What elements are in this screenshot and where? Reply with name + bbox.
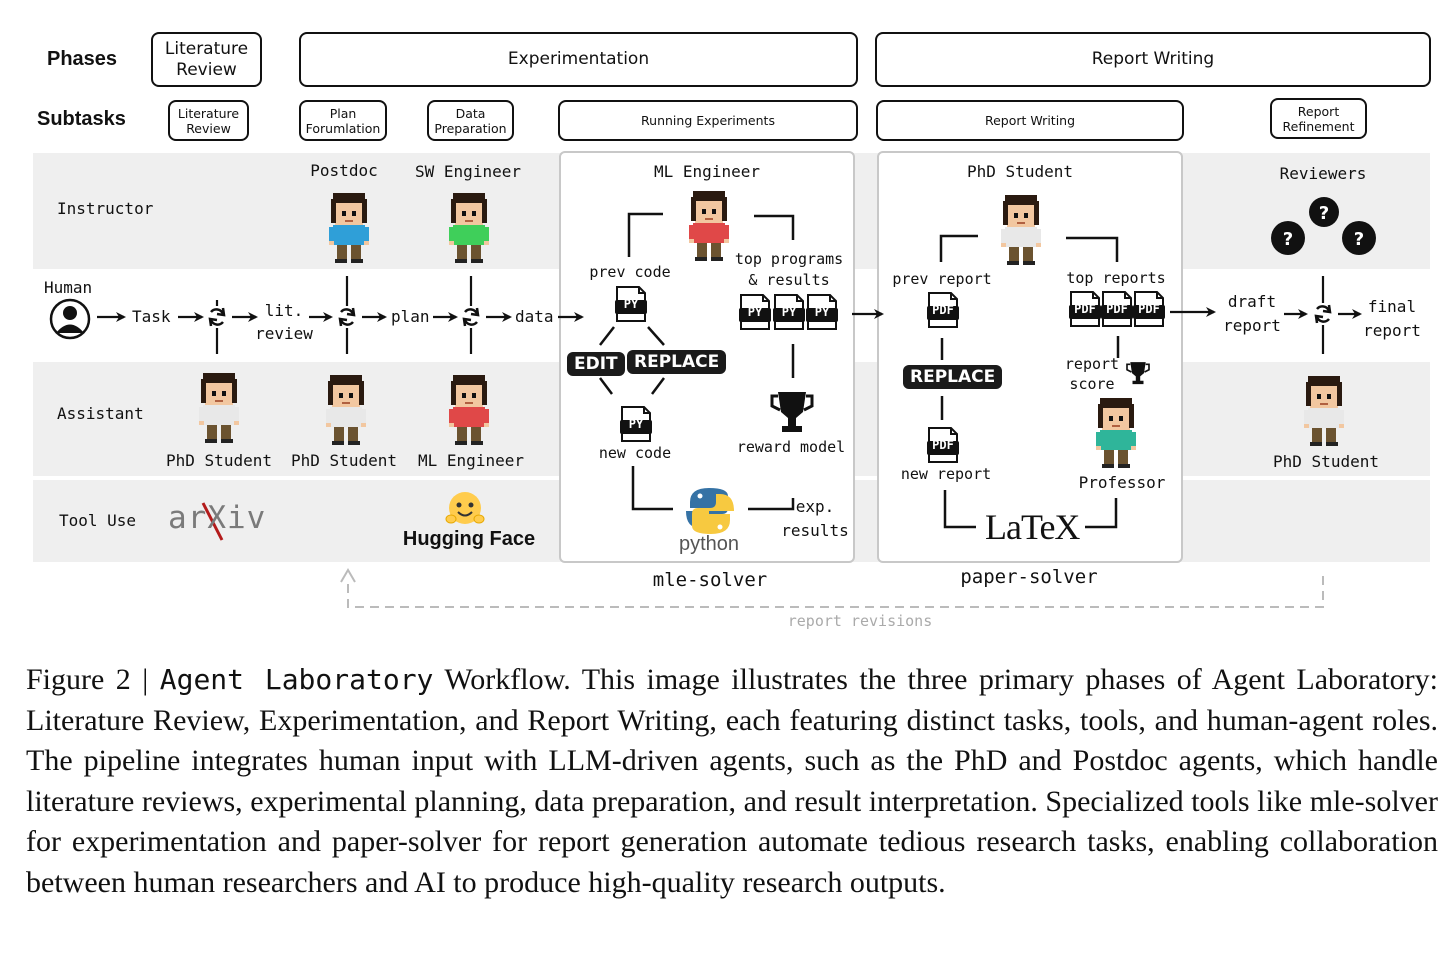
svg-text:?: ? bbox=[1283, 229, 1293, 250]
task-label: Task bbox=[132, 307, 171, 326]
paper-new-report-label: new report bbox=[900, 465, 992, 483]
new-report-file-label: PDF bbox=[932, 438, 954, 452]
ml-engineer-assistant-label: ML Engineer bbox=[418, 451, 524, 470]
instructor-row-label: Instructor bbox=[57, 199, 154, 218]
caption-text: Workflow. This image illustrates the thr… bbox=[26, 663, 1438, 899]
prev-report-file-label: PDF bbox=[932, 303, 954, 317]
subtask-report-writing-label: Report Writing bbox=[984, 113, 1076, 128]
paper-replace-badge: REPLACE bbox=[903, 365, 1003, 389]
top-report-file-label-3: PDF bbox=[1138, 302, 1160, 316]
paper-top-reports-label: top reports bbox=[1066, 269, 1166, 287]
hugging-face-label: Hugging Face bbox=[402, 528, 536, 550]
phd-student-instructor-label: PhD Student bbox=[967, 162, 1073, 181]
reviewers-label: Reviewers bbox=[1279, 164, 1367, 183]
phases-row-label: Phases bbox=[47, 48, 118, 70]
phase-experimentation-label: Experimentation bbox=[507, 49, 650, 70]
ml-engineer-assistant-avatar bbox=[449, 375, 489, 445]
workflow-diagram-graphics: ? ? ? bbox=[49, 191, 1376, 608]
assistant-row-label: Assistant bbox=[57, 404, 144, 423]
ml-engineer-instructor-label: ML Engineer bbox=[654, 162, 760, 181]
professor-label: Professor bbox=[1078, 473, 1166, 492]
paper-solver-name-label: paper-solver bbox=[960, 566, 1098, 588]
phase-experimentation: Experimentation bbox=[299, 32, 858, 87]
mle-exp-results-label: exp. results bbox=[781, 497, 849, 540]
svg-text:?: ? bbox=[1354, 229, 1364, 250]
subtask-plan-formulation-label: Plan Forumlation bbox=[305, 105, 381, 136]
prev-code-file-label: PY bbox=[623, 297, 639, 311]
postdoc-label: Postdoc bbox=[310, 161, 378, 180]
python-label: python bbox=[678, 533, 740, 555]
subtask-literature-review: Literature Review bbox=[168, 100, 249, 141]
phd-student-assistant-avatar-2 bbox=[326, 375, 366, 445]
data-label: data bbox=[515, 307, 554, 326]
tool-use-row-label: Tool Use bbox=[59, 511, 137, 530]
phd-student-instructor-avatar bbox=[1001, 195, 1041, 265]
subtask-running-experiments: Running Experiments bbox=[558, 100, 858, 141]
phd-student-assistant-avatar-1 bbox=[199, 373, 239, 443]
report-score-trophy-icon bbox=[1126, 361, 1150, 385]
figure-caption: Figure 2 | Agent Laboratory Workflow. Th… bbox=[26, 660, 1438, 904]
final-report-label: final report bbox=[1363, 297, 1421, 340]
phd-student-assistant-label-3: PhD Student bbox=[1273, 452, 1379, 471]
mle-edit-badge: EDIT bbox=[567, 352, 625, 376]
subtask-literature-review-label: Literature Review bbox=[177, 105, 240, 136]
subtask-data-preparation: Data Preparation bbox=[427, 100, 514, 141]
report-revisions-arrowhead bbox=[340, 568, 356, 583]
report-revisions-arrow bbox=[347, 576, 1324, 608]
mle-reward-model-label: reward model bbox=[736, 438, 846, 456]
draft-report-label: draft report bbox=[1223, 292, 1281, 335]
subtask-data-preparation-label: Data Preparation bbox=[434, 105, 507, 136]
postdoc-avatar bbox=[329, 193, 369, 263]
top-report-file-label-1: PDF bbox=[1074, 302, 1096, 316]
mle-solver-loop bbox=[599, 212, 795, 511]
svg-text:?: ? bbox=[1319, 203, 1329, 224]
professor-avatar bbox=[1096, 398, 1136, 468]
mle-solver-name-label: mle-solver bbox=[652, 569, 768, 591]
reward-model-trophy-icon bbox=[770, 390, 814, 434]
arxiv-logo: arXiv bbox=[168, 500, 267, 536]
subtask-report-refinement-label: Report Refinement bbox=[1282, 103, 1355, 134]
mle-new-code-label: new code bbox=[598, 444, 672, 462]
ml-engineer-instructor-avatar bbox=[689, 191, 729, 261]
human-row-label: Human bbox=[44, 278, 93, 297]
reviewers-icon: ? ? ? bbox=[1271, 197, 1376, 255]
caption-prefix: Figure 2 | bbox=[26, 663, 160, 696]
plan-label: plan bbox=[391, 307, 430, 326]
caption-system-name: Agent Laboratory bbox=[159, 663, 434, 696]
top-program-file-label-2: PY bbox=[781, 305, 797, 319]
new-code-file-label: PY bbox=[628, 417, 644, 431]
paper-prev-report-label: prev report bbox=[892, 270, 992, 288]
mle-top-programs-label: top programs & results bbox=[734, 250, 844, 289]
subtask-running-experiments-label: Running Experiments bbox=[641, 113, 775, 128]
lit-review-label: lit. review bbox=[255, 301, 313, 343]
report-revisions-label: report revisions bbox=[787, 612, 933, 630]
phase-report-writing: Report Writing bbox=[875, 32, 1431, 87]
subtask-report-writing: Report Writing bbox=[876, 100, 1184, 141]
paper-report-score-label: report score bbox=[1064, 355, 1120, 393]
phd-student-assistant-label-1: PhD Student bbox=[166, 451, 272, 470]
paper-solver-loop bbox=[939, 234, 1120, 529]
top-report-file-label-2: PDF bbox=[1106, 302, 1128, 316]
sw-engineer-label: SW Engineer bbox=[415, 162, 521, 181]
hugging-face-icon bbox=[445, 492, 485, 524]
mle-replace-badge: REPLACE bbox=[627, 350, 727, 374]
python-logo-icon bbox=[686, 488, 734, 534]
sw-engineer-avatar bbox=[449, 193, 489, 263]
sync-nodes bbox=[206, 303, 1334, 328]
human-user-icon bbox=[49, 298, 91, 340]
mle-prev-code-label: prev code bbox=[589, 263, 671, 281]
arxiv-x-mark bbox=[201, 502, 224, 541]
top-program-file-label-1: PY bbox=[747, 305, 763, 319]
phase-report-writing-label: Report Writing bbox=[1091, 49, 1215, 70]
phd-student-assistant-avatar-3 bbox=[1304, 376, 1344, 446]
top-program-file-label-3: PY bbox=[814, 305, 830, 319]
latex-logo: LaTeX bbox=[985, 507, 1080, 547]
phase-literature-review: Literature Review bbox=[151, 32, 262, 87]
subtask-plan-formulation: Plan Forumlation bbox=[299, 100, 387, 141]
subtask-report-refinement: Report Refinement bbox=[1270, 98, 1367, 139]
phase-literature-review-label: Literature Review bbox=[164, 39, 249, 80]
phd-student-assistant-label-2: PhD Student bbox=[291, 451, 397, 470]
subtasks-row-label: Subtasks bbox=[37, 108, 126, 130]
